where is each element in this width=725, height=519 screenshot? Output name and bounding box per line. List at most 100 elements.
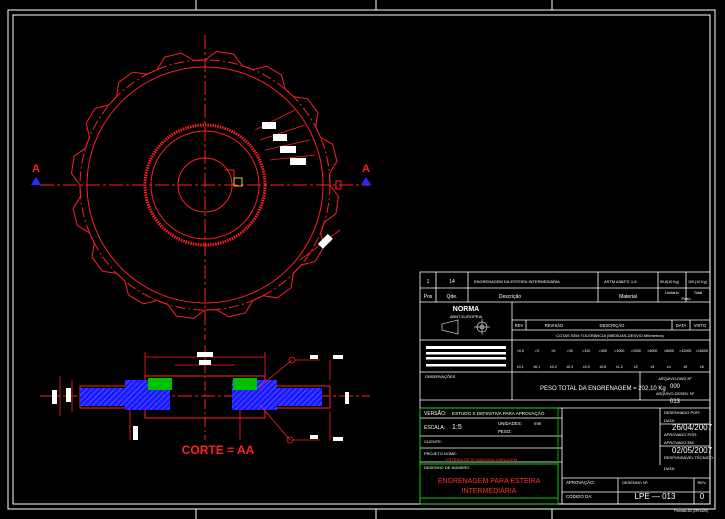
parts-description: ENGRENAGEM DA ESTEIRA INTERMEDIÁRIA [474,279,560,284]
notes-label: OBSERVAÇÕES [425,374,456,379]
approved-label: APROVADO EM: [664,440,695,445]
drawing-no-label: DESENHO Nº: [622,480,648,485]
project-label: PROJETO NOME: [424,451,457,456]
tolerance-value: ±0,5 [583,365,590,369]
header-unit: Unitário [665,290,680,295]
drawing-name-label: DESENHO DE NÚMERO [424,465,469,470]
version-label: VERSÃO: [424,410,446,417]
parts-material: ASTM A36/FG 1.8 [604,279,637,284]
tolerance-range: >30 [567,349,573,353]
header-position: Pos [424,294,433,300]
projection-symbol-icon [441,319,490,335]
tolerance-range: >8000 [664,349,674,353]
title-block: 1 14 ENGRENAGEM DA ESTEIRA INTERMEDIÁRIA… [419,271,714,513]
title-line1: ENGRENAGEM PARA ESTEIRA [438,478,541,485]
date2-value: 02/05/2007 [672,446,713,455]
rev-header-4: VISTO [694,323,707,328]
header-description: Descrição [499,294,521,300]
tolerance-value: ±0,3 [566,365,573,369]
date3-label: DATA: [664,466,675,471]
sheet-code: 013 [670,399,681,405]
drawing-frame [7,0,716,519]
rev-header-2: DESCRIÇÃO [600,323,626,328]
checked-footer: CÓDIGO DA: [566,494,592,499]
parts-item: 1 [427,279,430,285]
section-arrow-left-icon [31,177,41,185]
norm-title: NORMA [453,306,479,313]
section-letter-left: A [32,163,40,175]
sheet-label: ARQUIVO-DESEN. Nº [656,392,695,396]
tolerance-range: >16000 [696,349,708,353]
rev-label: REV. [698,480,707,485]
client-label: CLIENTE: [424,439,442,444]
date1-label: DATA: [664,418,675,423]
tolerance-value: ±0,1 [517,365,524,369]
section-arrow-right-icon [361,177,371,185]
right-dim-tag [335,180,342,190]
tolerance-range: >4000 [647,349,657,353]
tolerance-value: ±0,8 [599,365,606,369]
footer-note: Formato A3 (297x420) [674,509,708,513]
tolerance-range: >400 [599,349,607,353]
tolerance-value: ±5 [683,365,687,369]
approval-footer: APROVAÇÃO: [566,480,595,485]
keyway [225,169,235,185]
tolerance-value: ±3 [650,365,654,369]
section-view-label: CORTE = AA [182,443,255,457]
tolerance-range: >0,5 [517,349,524,353]
responsible-label: RESPONSÁVEL TÉCNICO: [664,455,714,460]
tolerance-table: >0,5>3>6>30>120>400>1000>2000>4000>8000>… [517,349,708,369]
file-label: ARQUIVO-DWG Nº [658,377,692,381]
tolerance-value: ±0,2 [550,365,557,369]
tolerance-value: ±6 [700,365,704,369]
gear-center-lines [40,35,370,340]
gear-section-view: CORTE = AA [40,345,370,457]
tolerance-value: ±4 [667,365,671,369]
parts-qty: 14 [449,279,455,285]
gear-bore [177,157,233,213]
parts-total-weight: 100,(10 Kg) [688,280,707,284]
title-line2: INTERMEDIÁRIA [462,486,517,495]
section-marker-right: A [361,163,371,185]
approved-by-label: APROVADO POR: [664,432,697,437]
tolerance-value: ±0,1 [533,365,540,369]
header-quantity: Qde. [447,294,458,300]
drawn-by-label: DESENHADO POR: [664,410,700,415]
total-weight-label: PESO TOTAL DA ENGRENAGEM = 202,10 Kg [540,386,666,392]
units-value: mm [534,421,542,426]
gear-front-view [40,35,370,340]
gear-pitch-circle [79,59,331,311]
header-total: Total [694,290,703,295]
section-marker-left: A [31,163,41,185]
units-label: UNIDADES: [498,421,522,426]
header-weight: Peso [681,296,691,301]
date1-value: 26/04/2007 [672,423,713,432]
parts-unit-weight: 50,8(10 Kg) [660,280,679,284]
tolerance-range: >1000 [614,349,624,353]
scale-label: ESCALA: [424,425,445,431]
mass-label: PESO: [498,429,511,434]
tooth-dimensions [254,109,341,261]
rev-header-0: REV [515,323,524,328]
header-material: Material [619,294,637,300]
rev-value: 0 [700,492,705,501]
rev-header-1: REVISÃO [545,323,564,328]
drawing-no-value: LPE — 013 [635,492,676,501]
tolerance-range: >12000 [679,349,691,353]
rev-header-3: DATA [676,323,687,328]
project-value: ESTEIRA DE Nº MÁQUINA USINAGEM [446,457,517,462]
version-options: ESTUDO X DEFINITIVA PARA APROVAÇÃO [452,410,545,416]
file-code: 000 [670,384,681,390]
keyway-dimension [233,177,243,187]
tolerance-value: ±2 [634,365,638,369]
tolerance-range: >120 [582,349,590,353]
gear-hub-inner [150,130,260,240]
surface-symbols [426,346,506,367]
gear-root-circle [86,66,324,304]
tooth-dim-labels [262,122,333,249]
norm-subtitle: ABNT-EUROPEIA [450,314,483,319]
tolerance-range: >6 [551,349,555,353]
tolerance-range: >2000 [631,349,641,353]
tolerance-value: ±1,2 [616,365,623,369]
scale-value: 1:5 [452,424,462,431]
